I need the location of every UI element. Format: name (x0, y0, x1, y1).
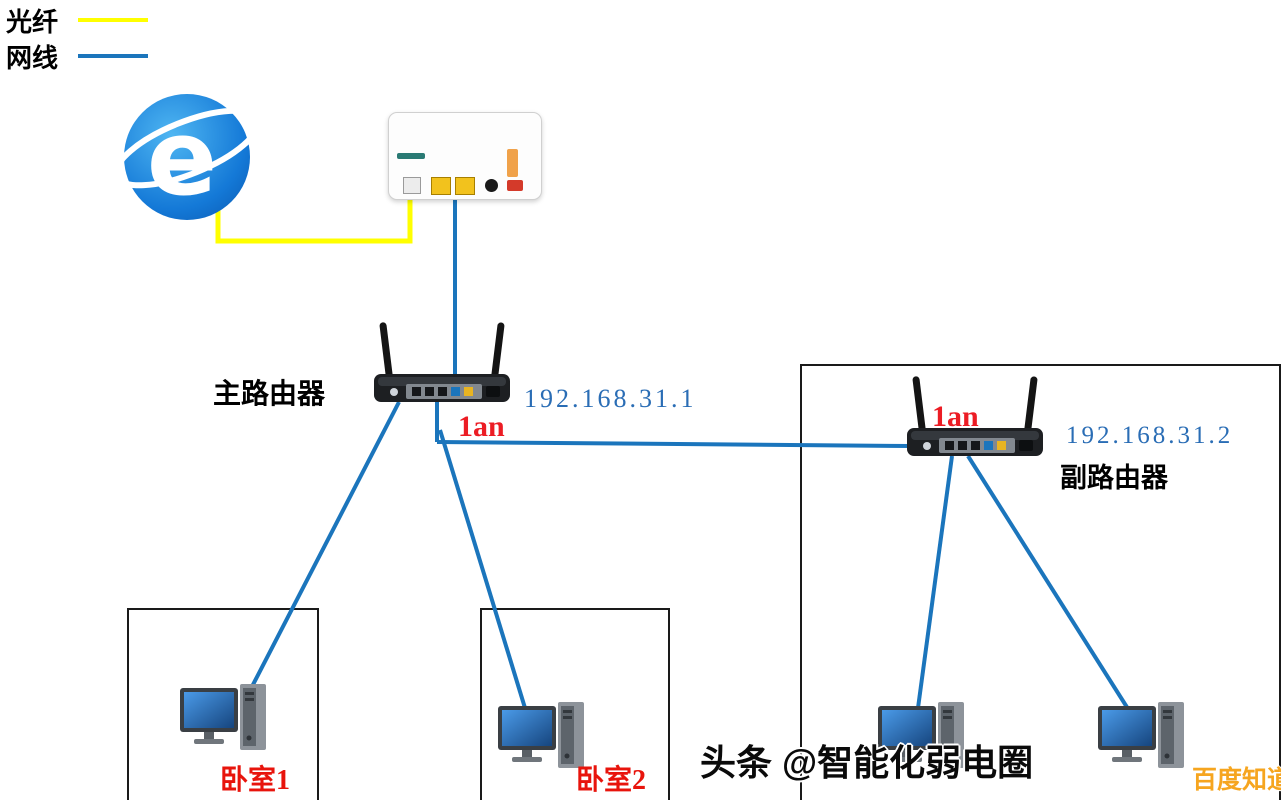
modem-phone-port (403, 177, 421, 194)
watermark-headline: 头条 @智能化弱电圈 (700, 742, 1034, 783)
sub-router-label: 副路由器 (1060, 463, 1168, 493)
sub-router-area-box (800, 364, 1281, 800)
pc-room1 (180, 682, 272, 762)
ie-logo-orbit (112, 107, 262, 189)
sub-router-lan-port-label: 1an (932, 400, 979, 433)
modem-fiber-port (485, 179, 498, 192)
room2-label: 卧室2 (576, 765, 647, 796)
modem-lan-port-1 (431, 177, 451, 195)
legend: 光纤 网线 (6, 2, 148, 74)
legend-row-cable: 网线 (6, 38, 148, 74)
main-router-ip: 192.168.31.1 (524, 384, 697, 413)
room1-label: 卧室1 (220, 765, 291, 796)
legend-cable-label: 网线 (6, 43, 59, 73)
watermark-badge: 百度知道 (1192, 766, 1281, 794)
main-router-device (372, 320, 512, 412)
pc-sub-right (1098, 700, 1190, 780)
modem-ports (397, 175, 533, 197)
modem-power-button (507, 180, 523, 191)
modem-lan-port-2 (455, 177, 475, 195)
optical-modem (388, 112, 542, 200)
main-router-lan-port-label: 1an (458, 410, 505, 443)
modem-brand-mark (397, 153, 425, 159)
main-router-label: 主路由器 (213, 379, 326, 410)
legend-row-fiber: 光纤 (6, 2, 148, 38)
legend-fiber-label: 光纤 (6, 7, 59, 37)
internet-ie-logo: e (112, 94, 262, 220)
fiber-line-sample (78, 18, 148, 22)
cable-line-sample (78, 54, 148, 58)
modem-orange-tag (507, 149, 518, 177)
sub-router-ip: 192.168.31.2 (1066, 422, 1234, 449)
